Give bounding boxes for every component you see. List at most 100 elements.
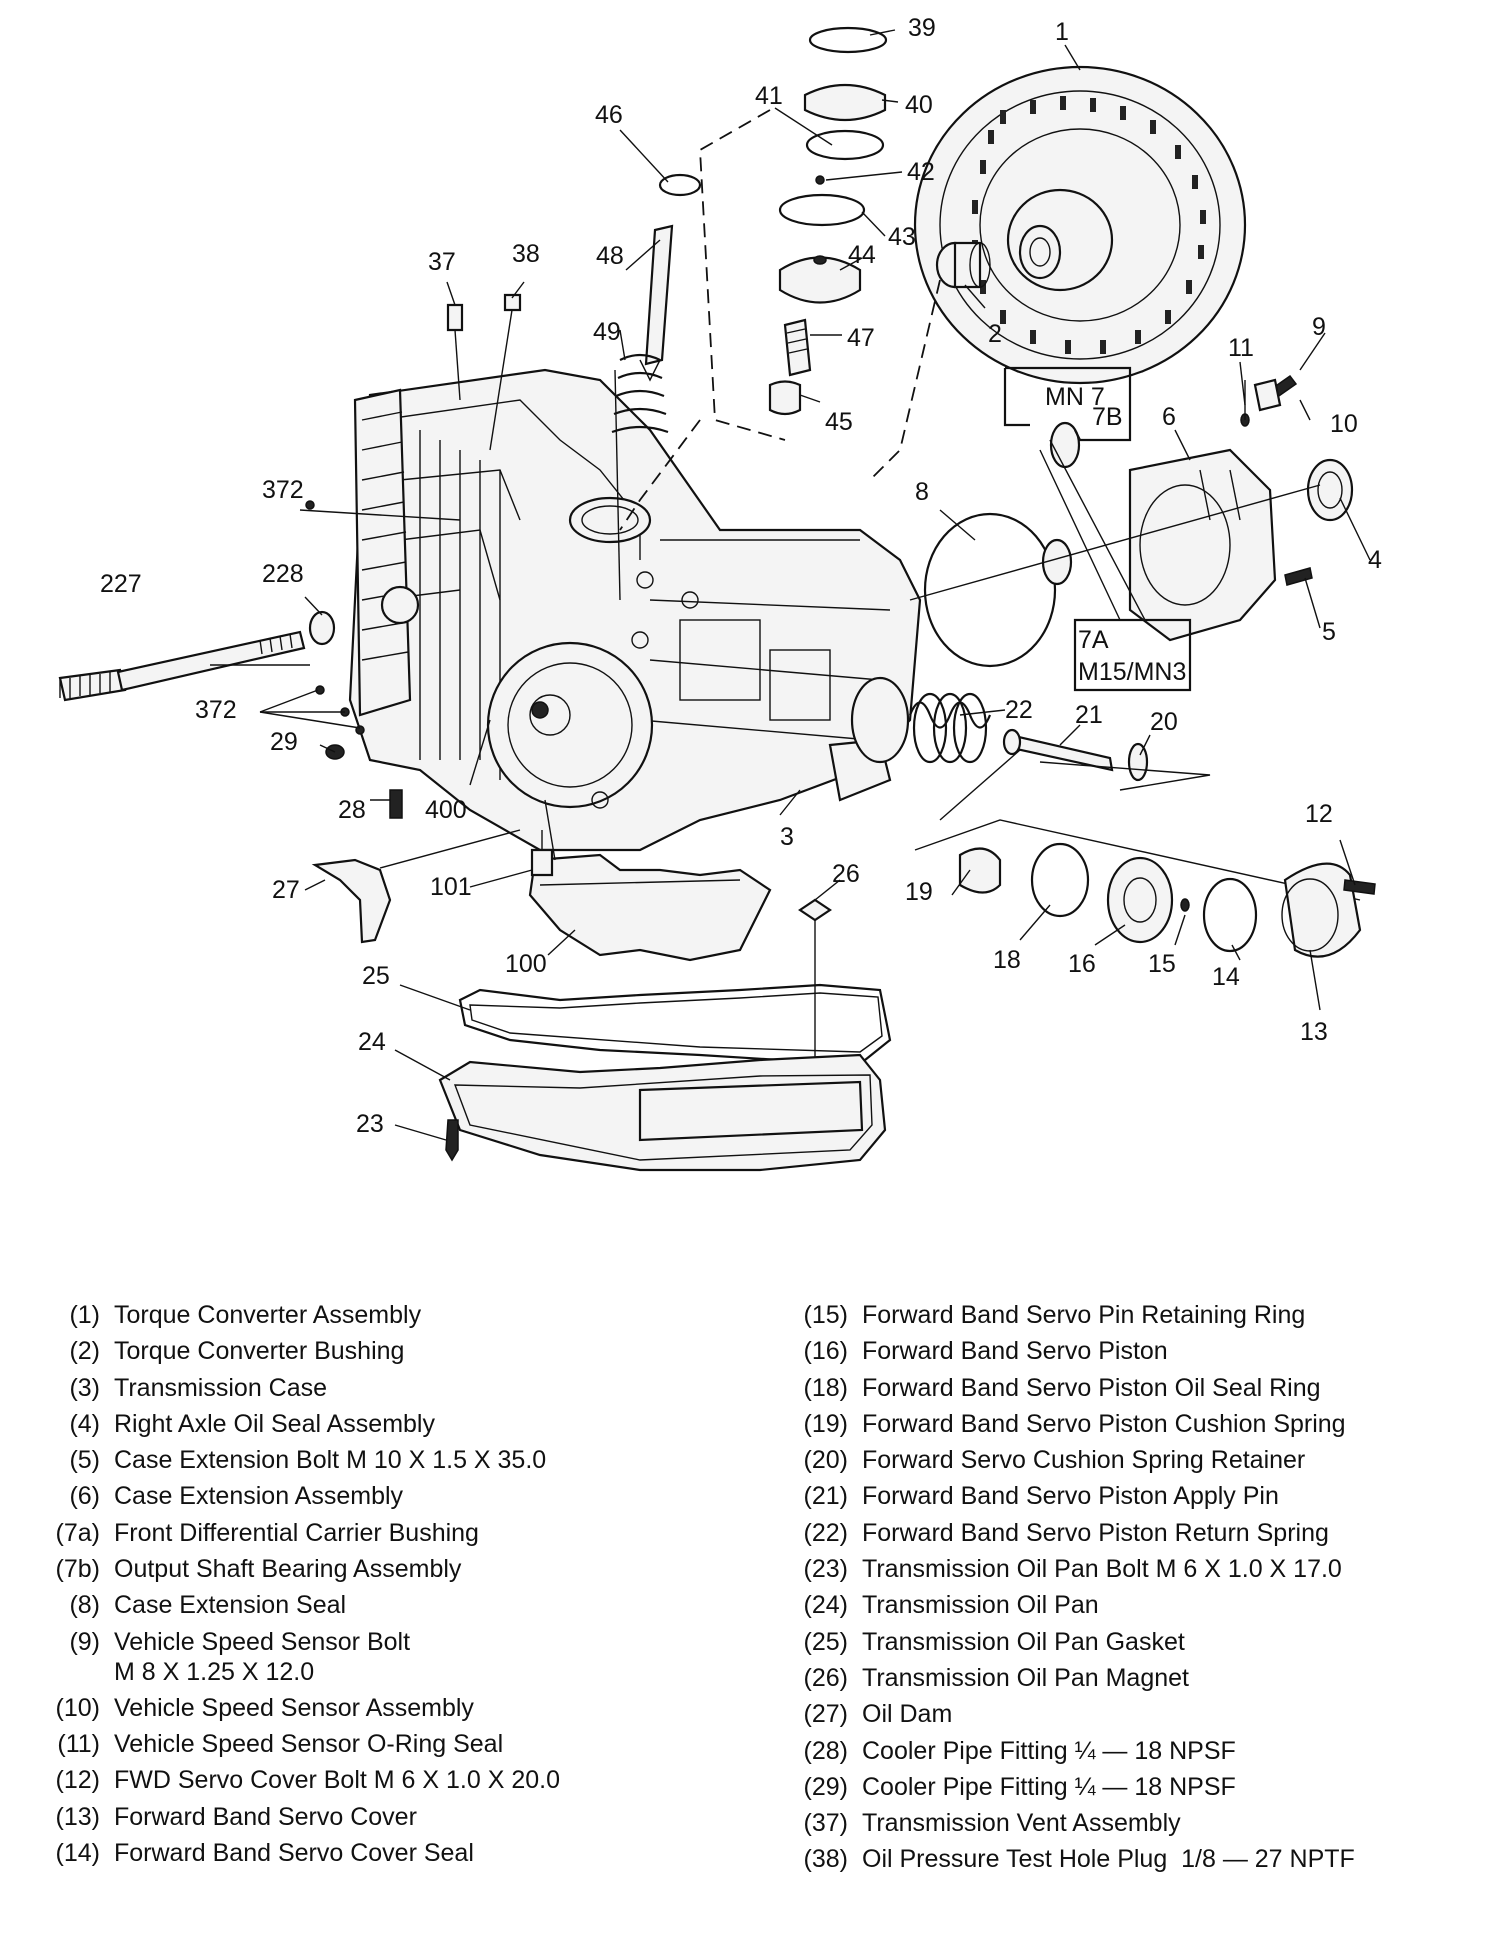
callout-label: 37 bbox=[428, 248, 456, 276]
callout-label: 20 bbox=[1150, 708, 1178, 736]
callout-label: 28 bbox=[338, 796, 366, 824]
case-extension bbox=[909, 374, 1354, 668]
legend-description: Oil Dam bbox=[862, 1700, 953, 1729]
legend-item: (1) Torque Converter Assembly bbox=[30, 1300, 730, 1336]
oil-pan-gasket bbox=[458, 983, 892, 1062]
legend-number: (22) bbox=[803, 1518, 848, 1547]
legend-number: (28) bbox=[803, 1736, 848, 1765]
legend-number: (7a) bbox=[55, 1518, 100, 1547]
legend-column-left: (1) Torque Converter Assembly (2) Torque C… bbox=[30, 1300, 730, 1874]
legend-description: Output Shaft Bearing Assembly bbox=[114, 1555, 462, 1584]
callout-label: 3 bbox=[780, 823, 794, 851]
legend-description: Transmission Oil Pan Magnet bbox=[862, 1663, 1189, 1692]
legend-description: Cooler Pipe Fitting ¼ — 18 NPSF bbox=[862, 1772, 1236, 1801]
legend-description: Forward Band Servo Piston Apply Pin bbox=[862, 1482, 1279, 1511]
exploded-view-diagram: 39 1 40 46 41 42 43 44 37 38 48 2 47 49 … bbox=[58, 14, 1382, 1172]
legend-number: (26) bbox=[803, 1663, 848, 1692]
parts-legend: (1) Torque Converter Assembly (2) Torque C… bbox=[0, 1300, 1504, 1873]
callout-label: 11 bbox=[1228, 334, 1254, 362]
exploded-group-outline bbox=[619, 109, 941, 531]
legend-description: Forward Servo Cushion Spring Retainer bbox=[862, 1446, 1306, 1475]
legend-number: (19) bbox=[803, 1409, 848, 1438]
callout-label: 42 bbox=[907, 158, 935, 186]
legend-number: (18) bbox=[803, 1373, 848, 1402]
callout-label: 44 bbox=[848, 241, 876, 269]
legend-number: (2) bbox=[69, 1337, 100, 1366]
legend-item: (4) Right Axle Oil Seal Assembly bbox=[30, 1409, 730, 1445]
legend-item: (23)Transmission Oil Pan Bolt M 6 X 1.0 … bbox=[778, 1554, 1478, 1590]
legend-column-right: (15)Forward Band Servo Pin Retaining Rin… bbox=[778, 1300, 1478, 1881]
legend-number: (12) bbox=[55, 1766, 100, 1795]
legend-description: Oil Pressure Test Hole Plug 1/8 — 27 NPT… bbox=[862, 1845, 1355, 1874]
servo-assembly bbox=[850, 676, 1211, 821]
torque-converter-bushing bbox=[935, 241, 991, 289]
callout-label: 372 bbox=[262, 476, 304, 504]
legend-item: (18)Forward Band Servo Piston Oil Seal R… bbox=[778, 1373, 1478, 1409]
output-shaft bbox=[58, 500, 403, 819]
callout-label: 29 bbox=[270, 728, 298, 756]
legend-number: (38) bbox=[803, 1845, 848, 1874]
callout-label: 48 bbox=[596, 242, 624, 270]
legend-item: (5)Case Extension Bolt M 10 X 1.5 X 35.0 bbox=[30, 1445, 730, 1481]
legend-number: (8) bbox=[69, 1591, 100, 1620]
leader-lines bbox=[210, 29, 1371, 1141]
oil-pan bbox=[438, 1053, 887, 1172]
legend-item: (8)Case Extension Seal bbox=[30, 1590, 730, 1626]
legend-item: (9) Vehicle Speed Sensor Bolt M 8 X 1.25 … bbox=[30, 1627, 730, 1693]
legend-item: (14) Forward Band Servo Cover Seal bbox=[30, 1838, 730, 1874]
callout-label: 5 bbox=[1322, 618, 1336, 646]
legend-description: Vehicle Speed Sensor Bolt M 8 X 1.25 X 1… bbox=[114, 1627, 411, 1686]
legend-description: Forward Band Servo Pin Retaining Ring bbox=[862, 1301, 1306, 1329]
legend-description: Forward Band Servo Cover Seal bbox=[114, 1838, 474, 1867]
callout-label: 10 bbox=[1330, 410, 1358, 438]
legend-description: Forward Band Servo Piston Cushion Spring bbox=[862, 1409, 1346, 1438]
legend-number: (3) bbox=[69, 1373, 100, 1402]
legend-number: (1) bbox=[69, 1301, 100, 1329]
legend-item: (12)FWD Servo Cover Bolt M 6 X 1.0 X 20.… bbox=[30, 1765, 730, 1801]
legend-description: Right Axle Oil Seal Assembly bbox=[114, 1409, 435, 1438]
legend-description: Vehicle Speed Sensor O-Ring Seal bbox=[114, 1729, 504, 1758]
callout-label: 47 bbox=[847, 324, 875, 352]
legend-item: (26) Transmission Oil Pan Magnet bbox=[778, 1663, 1478, 1699]
legend-item: (11)Vehicle Speed Sensor O-Ring Seal bbox=[30, 1729, 730, 1765]
legend-number: (24) bbox=[803, 1591, 848, 1620]
callout-label: 14 bbox=[1212, 963, 1240, 991]
legend-item: (16) Forward Band Servo Piston bbox=[778, 1336, 1478, 1372]
legend-number: (29) bbox=[803, 1772, 848, 1801]
callout-label: 1 bbox=[1055, 18, 1069, 46]
transmission-case bbox=[348, 368, 922, 852]
mn7-callout-box bbox=[1003, 366, 1132, 442]
callout-label: 101 bbox=[430, 873, 472, 901]
legend-number: (4) bbox=[69, 1409, 100, 1438]
callout-label: 13 bbox=[1300, 1018, 1328, 1046]
callout-label: 23 bbox=[356, 1110, 384, 1138]
legend-item: (15)Forward Band Servo Pin Retaining Rin… bbox=[778, 1300, 1478, 1336]
callout-label: 49 bbox=[593, 318, 621, 346]
legend-number: (16) bbox=[803, 1337, 848, 1366]
callout-label: 19 bbox=[905, 878, 933, 906]
legend-item: (37)Transmission Vent Assembly bbox=[778, 1808, 1478, 1844]
callout-label: 25 bbox=[362, 962, 390, 990]
callout-label: 8 bbox=[915, 478, 929, 506]
callout-label: 228 bbox=[262, 560, 304, 588]
callout-label: 7A bbox=[1078, 626, 1109, 654]
callout-label: 41 bbox=[755, 82, 783, 110]
legend-item: (29) Cooler Pipe Fitting ¼ — 18 NPSF bbox=[778, 1772, 1478, 1808]
callout-label: 40 bbox=[905, 91, 933, 119]
callout-label: 7B bbox=[1092, 403, 1123, 431]
legend-number: (9) bbox=[69, 1627, 100, 1656]
callout-label: M15/MN3 bbox=[1078, 658, 1186, 686]
callout-label: 43 bbox=[888, 223, 916, 251]
legend-number: (14) bbox=[55, 1838, 100, 1867]
callout-label: 39 bbox=[908, 14, 936, 42]
legend-description: Forward Band Servo Piston bbox=[862, 1337, 1168, 1366]
legend-description: Transmission Oil Pan Gasket bbox=[862, 1627, 1185, 1656]
legend-item: (10)Vehicle Speed Sensor Assembly bbox=[30, 1693, 730, 1729]
legend-description: Torque Converter Assembly bbox=[114, 1301, 422, 1329]
legend-item: (7b)Output Shaft Bearing Assembly bbox=[30, 1554, 730, 1590]
callout-label: 15 bbox=[1148, 950, 1176, 978]
legend-item: (7a)Front Differential Carrier Bushing bbox=[30, 1518, 730, 1554]
legend-item: (24)Transmission Oil Pan bbox=[778, 1590, 1478, 1626]
legend-description: Cooler Pipe Fitting ¼ — 18 NPSF bbox=[862, 1736, 1236, 1765]
legend-description: Forward Band Servo Cover bbox=[114, 1802, 417, 1831]
